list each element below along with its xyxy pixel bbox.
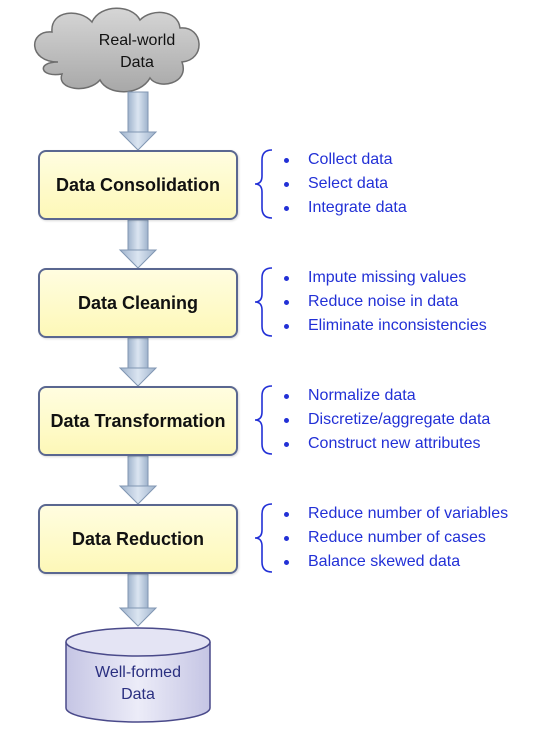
list-item: Select data	[280, 172, 407, 196]
step-box-cleaning: Data Cleaning	[38, 268, 238, 338]
output-label: Well-formed Data	[66, 662, 210, 706]
output-line1: Well-formed	[95, 664, 181, 681]
source-line2: Data	[120, 54, 154, 71]
flow-arrow	[118, 337, 158, 387]
step-title: Data Reduction	[71, 528, 204, 549]
bullet-list-reduction: Reduce number of variables Reduce number…	[280, 502, 508, 574]
list-item: Discretize/aggregate data	[280, 408, 490, 432]
step-box-transformation: Data Transformation	[38, 386, 238, 456]
flow-arrow	[118, 91, 158, 151]
list-item: Construct new attributes	[280, 432, 490, 456]
flow-arrow	[118, 573, 158, 627]
brace	[254, 149, 273, 219]
step-box-reduction: Data Reduction	[38, 504, 238, 574]
list-item: Normalize data	[280, 384, 490, 408]
cloud-icon	[34, 7, 200, 93]
list-item: Integrate data	[280, 196, 407, 220]
list-item: Reduce number of variables	[280, 502, 508, 526]
list-item: Eliminate inconsistencies	[280, 314, 487, 338]
list-item: Reduce noise in data	[280, 290, 487, 314]
step-title: Data Consolidation	[55, 174, 220, 195]
list-item: Impute missing values	[280, 266, 487, 290]
source-label: Real-world Data	[62, 30, 212, 74]
output-line2: Data	[121, 686, 155, 703]
step-title: Data Transformation	[50, 410, 226, 431]
list-item: Collect data	[280, 148, 407, 172]
brace	[254, 267, 273, 337]
flow-arrow	[118, 219, 158, 269]
brace	[254, 503, 273, 573]
step-box-consolidation: Data Consolidation	[38, 150, 238, 220]
bullet-list-cleaning: Impute missing values Reduce noise in da…	[280, 266, 487, 338]
bullet-list-consolidation: Collect data Select data Integrate data	[280, 148, 407, 220]
bullet-list-transformation: Normalize data Discretize/aggregate data…	[280, 384, 490, 456]
brace	[254, 385, 273, 455]
source-line1: Real-world	[98, 32, 176, 49]
flow-arrow	[118, 455, 158, 505]
list-item: Reduce number of cases	[280, 526, 508, 550]
step-title: Data Cleaning	[77, 292, 199, 313]
list-item: Balance skewed data	[280, 550, 508, 574]
database-icon	[65, 627, 211, 723]
